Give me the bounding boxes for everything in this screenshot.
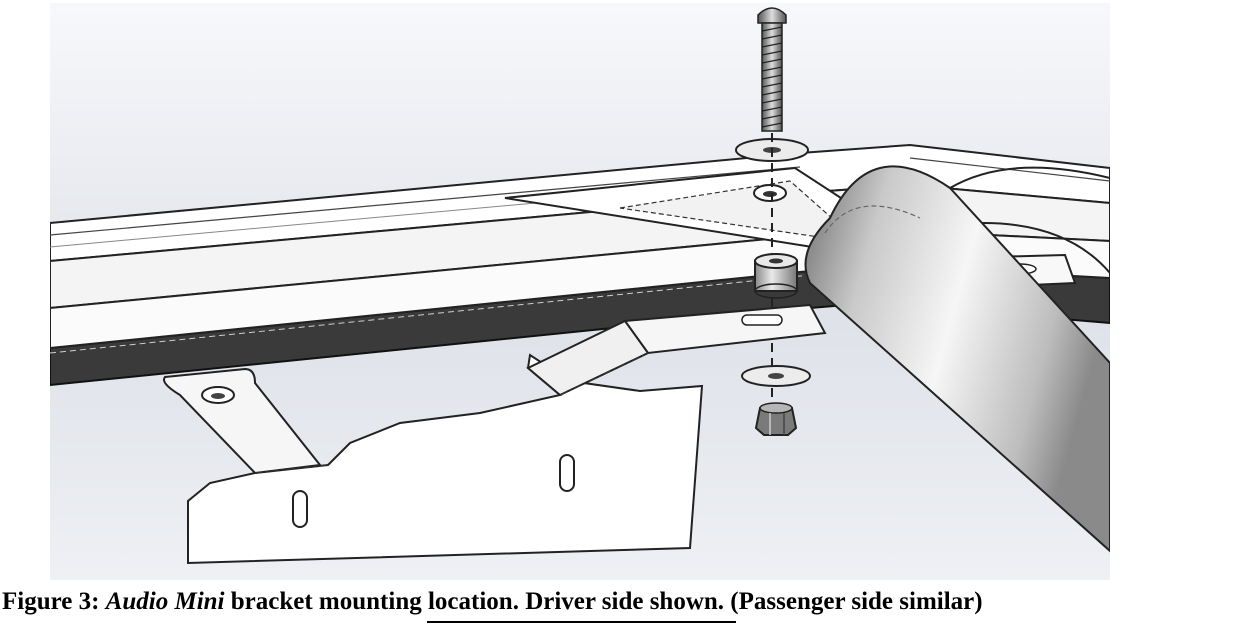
spacer — [754, 253, 798, 299]
mounting-bolt — [757, 7, 787, 132]
figure-caption: Figure 3: Audio Mini bracket mounting lo… — [2, 588, 983, 616]
figure-label: Figure 3: — [2, 588, 100, 615]
bottom-washer — [741, 365, 811, 387]
audio-mini-bracket — [163, 303, 827, 565]
product-name: Audio Mini — [105, 588, 225, 615]
lock-nut — [754, 402, 798, 436]
bracket-mounting-figure — [50, 3, 1110, 580]
roll-bar-tube — [804, 165, 1110, 553]
caption-text: bracket mounting location. Driver side s… — [230, 588, 983, 615]
cad-illustration — [50, 3, 1110, 580]
caption-underline — [427, 621, 736, 623]
